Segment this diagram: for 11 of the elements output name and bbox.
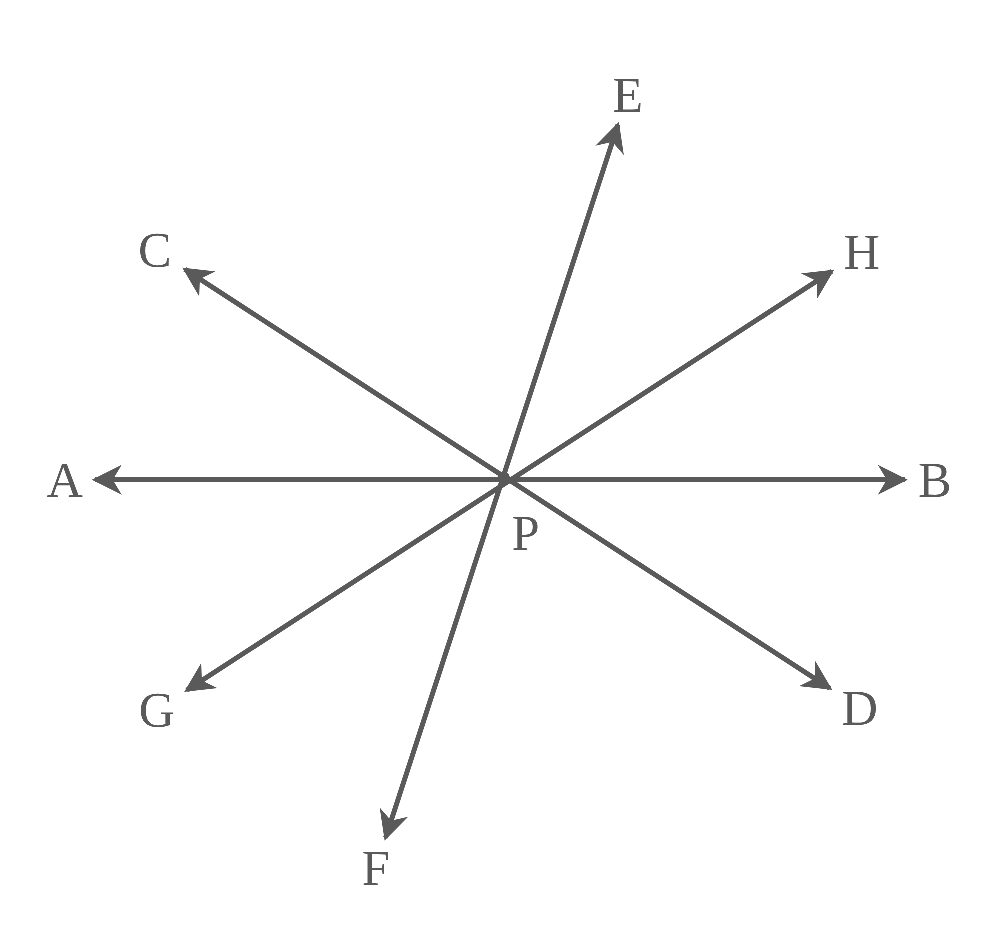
point-label: F — [362, 843, 390, 893]
point-label: H — [844, 227, 880, 277]
double-arrow-line — [380, 122, 624, 841]
point-label: A — [46, 455, 84, 505]
point-label: G — [138, 685, 176, 735]
double-arrow-line — [92, 465, 908, 495]
point-label: P — [512, 508, 540, 558]
point-label: B — [918, 455, 952, 505]
point-label: D — [842, 683, 878, 733]
point-label: C — [138, 225, 172, 275]
point-label: E — [612, 70, 644, 120]
